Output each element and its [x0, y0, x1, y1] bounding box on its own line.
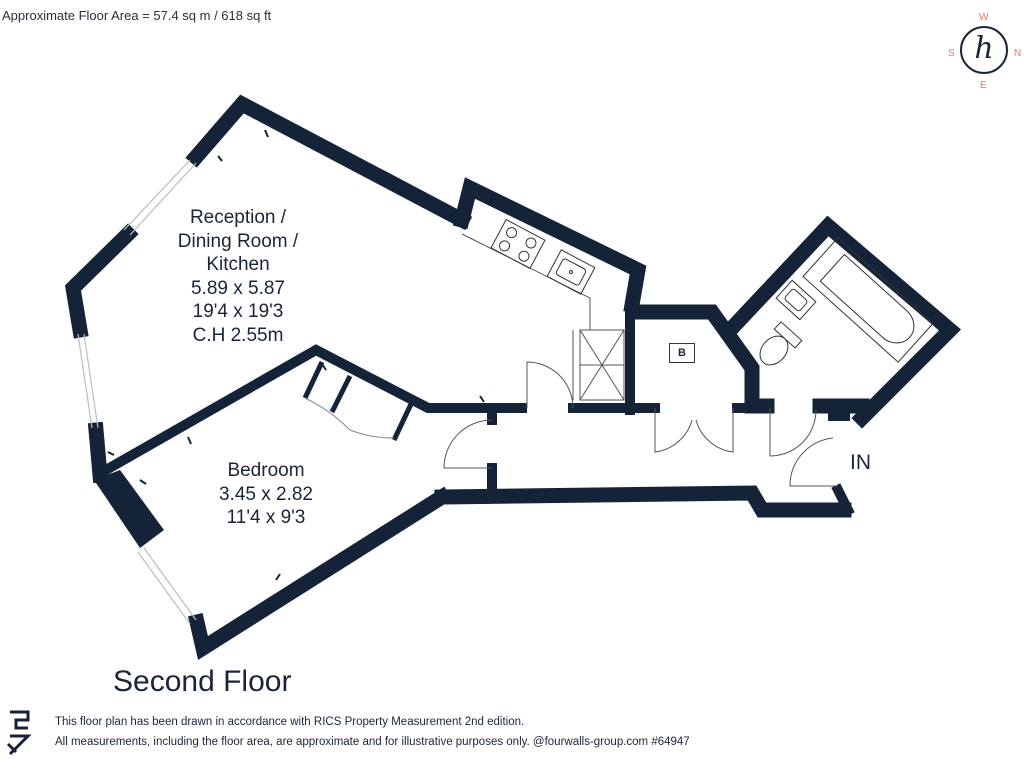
reception-name-line1: Reception / [189, 207, 287, 228]
hob-icon [490, 218, 546, 270]
compass-logo-icon: h [974, 31, 994, 66]
boiler-cupboard-label: B [669, 343, 695, 363]
footer-disclaimer: All measurements, including the floor ar… [55, 736, 690, 748]
fourwalls-logo-icon [6, 710, 32, 756]
bedroom-label: Bedroom 3.45 x 2.82 11'4 x 9'3 [186, 459, 346, 530]
floor-area-text: Approximate Floor Area = 57.4 sq m / 618… [2, 8, 272, 23]
compass-ring-icon [960, 26, 1008, 74]
wall-ticks [107, 129, 485, 581]
compass: W S N E h [948, 10, 1024, 92]
bedroom-dims-imperial: 11'4 x 9'3 [226, 507, 306, 528]
bedroom-corner-wall [94, 470, 164, 548]
entrance-label: IN [850, 451, 871, 474]
compass-north-label: N [1014, 48, 1022, 59]
windows [77, 159, 197, 625]
washbasin-icon [775, 279, 817, 321]
reception-label: Reception / Dining Room / Kitchen 5.89 x… [148, 206, 328, 347]
compass-east-label: E [980, 80, 987, 91]
compass-south-label: S [948, 48, 955, 59]
bedroom-name: Bedroom [227, 460, 305, 481]
exterior-walls [64, 94, 962, 660]
doors [443, 361, 838, 487]
reception-ceiling-height: C.H 2.55m [192, 324, 284, 346]
wardrobe-door-arc [304, 397, 395, 439]
interior-walls [99, 307, 855, 517]
bedroom-dims-metric: 3.45 x 2.82 [218, 483, 314, 505]
bath-icon [802, 237, 934, 363]
reception-dims-imperial: 19'4 x 19'3 [192, 301, 284, 322]
compass-west-label: W [979, 12, 989, 23]
reception-name-line2: Dining Room / [177, 230, 299, 252]
floor-title: Second Floor [113, 665, 292, 698]
reception-name-line3: Kitchen [206, 254, 270, 275]
footer-rics-note: This floor plan has been drawn in accord… [55, 716, 525, 728]
wardrobe [302, 360, 415, 442]
reception-dims-metric: 5.89 x 5.87 [190, 277, 286, 299]
sink-icon [546, 249, 596, 295]
toilet-icon [759, 321, 803, 366]
